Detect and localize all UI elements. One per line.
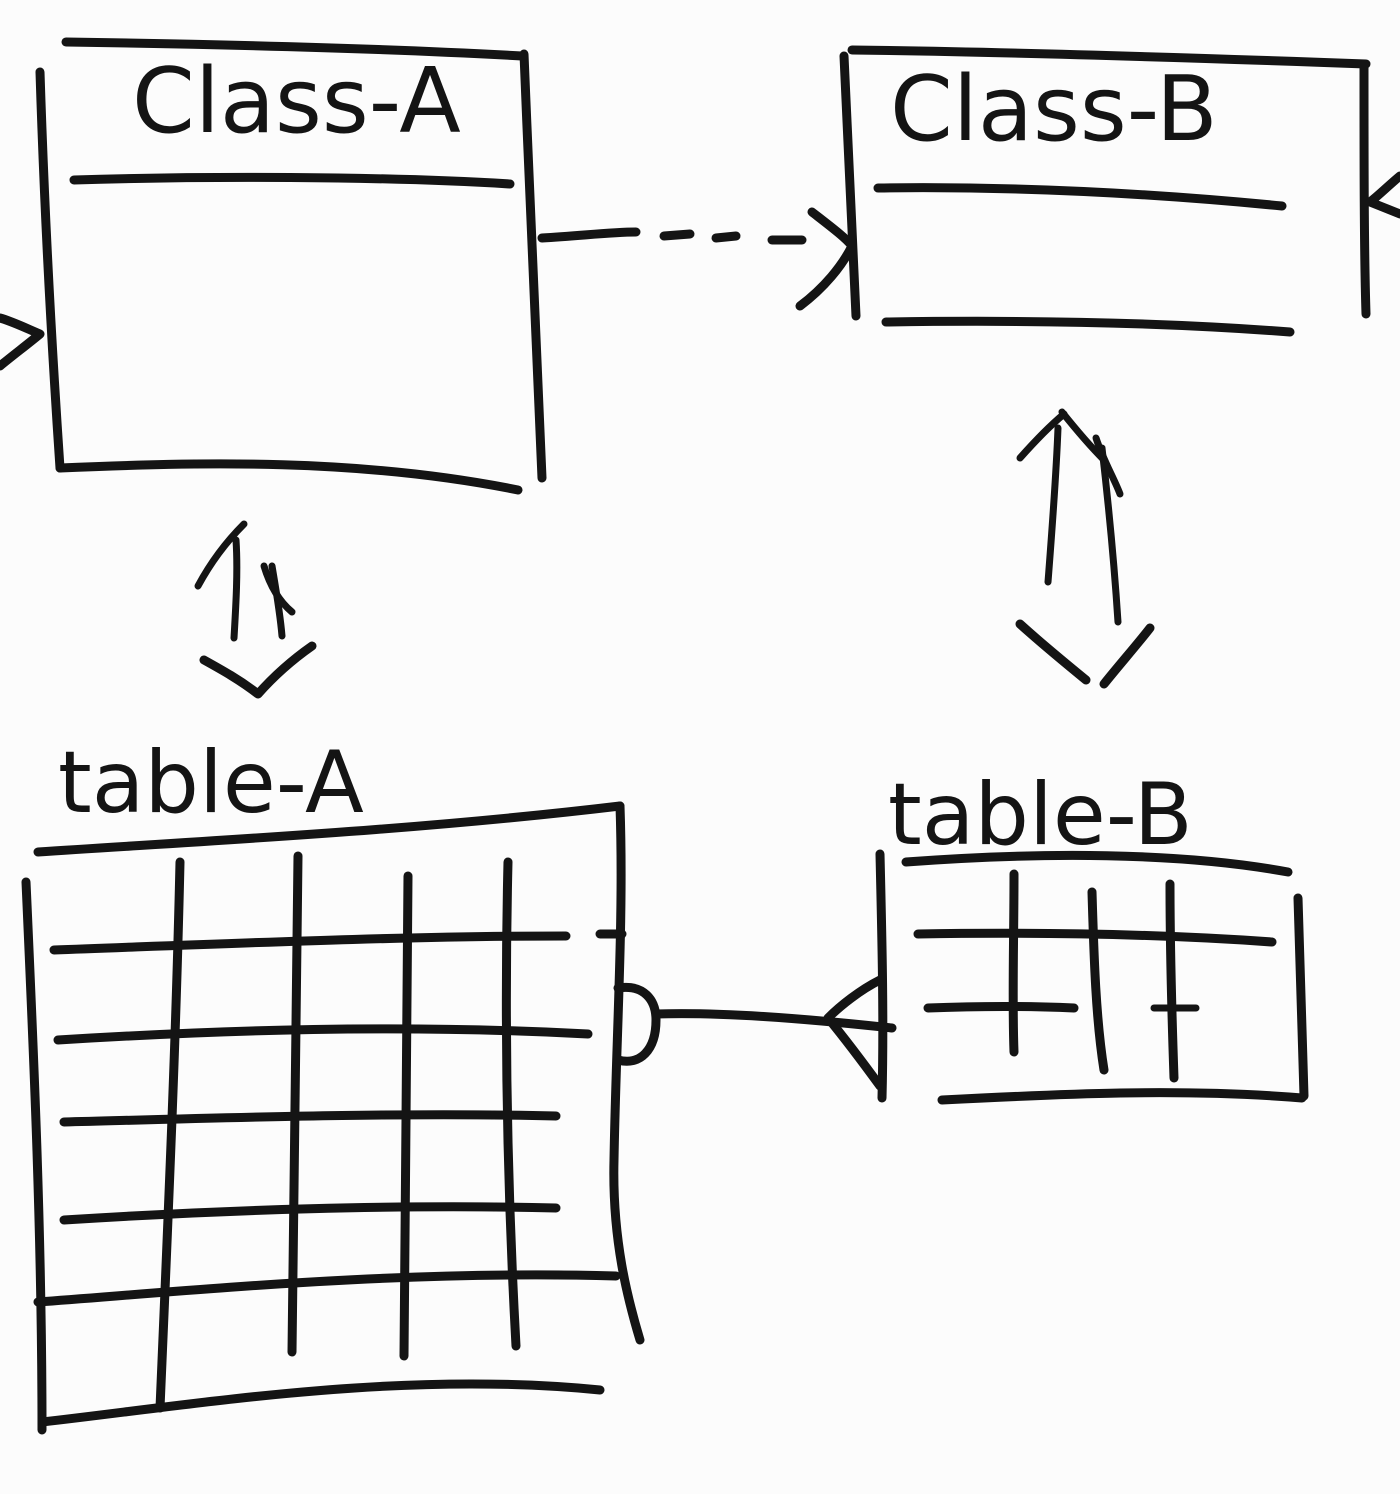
table-b-column-line	[1087, 887, 1109, 1075]
class-a-box[interactable]: Class-A	[35, 37, 547, 495]
class-b-incoming-arrowhead	[1365, 171, 1400, 219]
table-a-row-line	[49, 931, 571, 955]
table-a-column-line	[155, 857, 185, 1413]
table-b-bottom-edge	[937, 1088, 1307, 1105]
class-a-incoming-arrowhead	[0, 313, 45, 371]
table-b-row-line	[913, 928, 1277, 947]
dependency-arrowhead	[795, 207, 857, 311]
mapping-arrow-class-a-table-a	[194, 520, 317, 699]
one-end-marker	[613, 982, 661, 1066]
table-a-name: table-A	[58, 733, 364, 833]
dependency-arrow-a-to-b	[537, 207, 857, 311]
class-b-name: Class-B	[890, 57, 1218, 162]
table-a-row-line	[59, 1110, 561, 1127]
many-end-marker	[823, 975, 885, 1091]
table-b-name: table-B	[888, 765, 1193, 865]
mapping-arrow-class-b-table-b	[1015, 408, 1155, 689]
class-a-divider	[69, 172, 515, 189]
table-a-row-line	[59, 1202, 561, 1225]
table-a-right-edge	[609, 801, 645, 1345]
relationship-table-a-to-table-b	[613, 975, 897, 1091]
table-b-grid[interactable]: table-B	[875, 765, 1309, 1105]
table-a-bottom-edge	[37, 1379, 605, 1427]
table-a-column-line	[287, 851, 303, 1357]
class-a-name: Class-A	[132, 49, 461, 154]
table-b-row-line	[923, 1002, 1079, 1013]
class-b-divider-2	[881, 316, 1295, 337]
table-b-column-line	[1008, 869, 1019, 1057]
table-a-grid[interactable]: table-A	[21, 733, 645, 1435]
class-b-divider-1	[873, 183, 1287, 211]
table-b-right-edge	[1293, 893, 1309, 1101]
table-a-row-line	[53, 1024, 593, 1045]
table-a-left-edge	[21, 877, 47, 1435]
table-a-top-edge	[33, 801, 625, 857]
table-b-left-edge	[875, 849, 888, 1103]
class-b-box[interactable]: Class-B	[839, 45, 1371, 337]
table-b-column-line	[1165, 879, 1179, 1083]
table-b-top-edge	[901, 850, 1293, 877]
table-a-row-line	[33, 1270, 621, 1307]
